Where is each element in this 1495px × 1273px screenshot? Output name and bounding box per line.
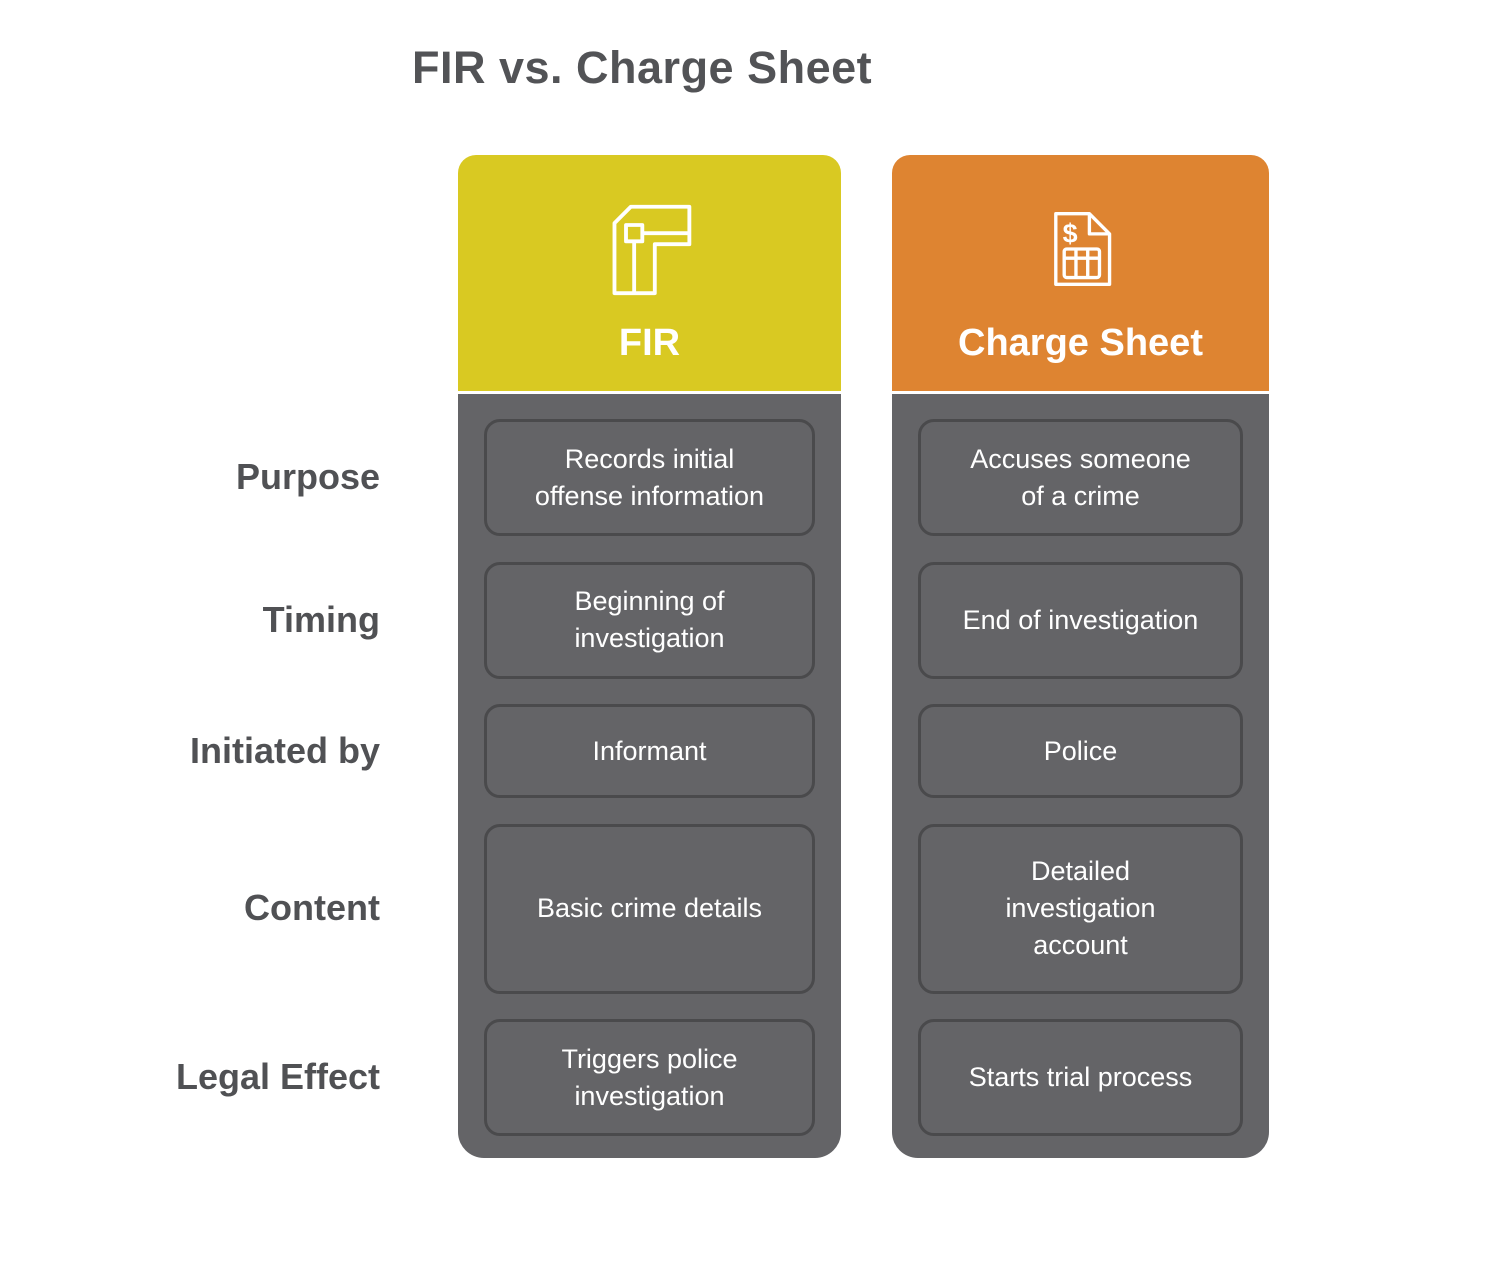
column-body-charge-sheet: Accuses someone of a crime End of invest… [892,394,1269,1158]
cell-text: Beginning of investigation [574,586,725,653]
column-charge-sheet: $ Charge Sheet Accuses someone of a crim… [892,155,1269,1158]
cell-fir-initiated-by: Informant [484,704,815,798]
cell-fir-purpose: Records initial offense information [484,419,815,536]
cell-text: End of investigation [962,604,1199,635]
cell-text: Triggers police investigation [561,1043,738,1111]
svg-text:$: $ [1062,218,1077,248]
cell-fir-timing: Beginning of investigation [484,561,815,679]
column-header-fir: FIR [458,155,841,391]
column-title-fir: FIR [618,322,681,364]
row-label-purpose: Purpose [235,456,380,497]
row-label-initiated-by: Initiated by [189,730,380,771]
column-body-fir: Records initial offense information Begi… [458,394,841,1158]
cell-charge-legal-effect: Starts trial process [918,1019,1243,1136]
cell-text: Starts trial process [968,1062,1193,1092]
cell-charge-timing: End of investigation [918,561,1243,679]
column-header-charge-sheet: $ Charge Sheet [892,155,1269,391]
cell-charge-initiated-by: Police [918,704,1243,798]
cell-text: Police [1043,735,1118,766]
page-title: FIR vs. Charge Sheet [412,42,873,93]
fir-plan-icon [595,199,705,299]
row-label-content: Content [244,887,380,928]
cell-text: Accuses someone of a crime [970,443,1191,511]
row-label-timing: Timing [262,599,380,640]
cell-text: Basic crime details [536,893,763,923]
cell-fir-content: Basic crime details [484,823,815,994]
column-fir: FIR Records initial offense information … [458,155,841,1158]
cell-fir-legal-effect: Triggers police investigation [484,1019,815,1136]
row-label-legal-effect: Legal Effect [175,1056,380,1097]
charge-sheet-document-icon: $ [1026,199,1136,299]
cell-text: Informant [592,735,707,766]
cell-text: Records initial offense information [534,443,765,511]
cell-charge-content: Detailed investigation account [918,823,1243,994]
cell-charge-purpose: Accuses someone of a crime [918,419,1243,536]
cell-text: Detailed investigation account [1005,856,1156,960]
column-title-charge-sheet: Charge Sheet [958,322,1203,364]
